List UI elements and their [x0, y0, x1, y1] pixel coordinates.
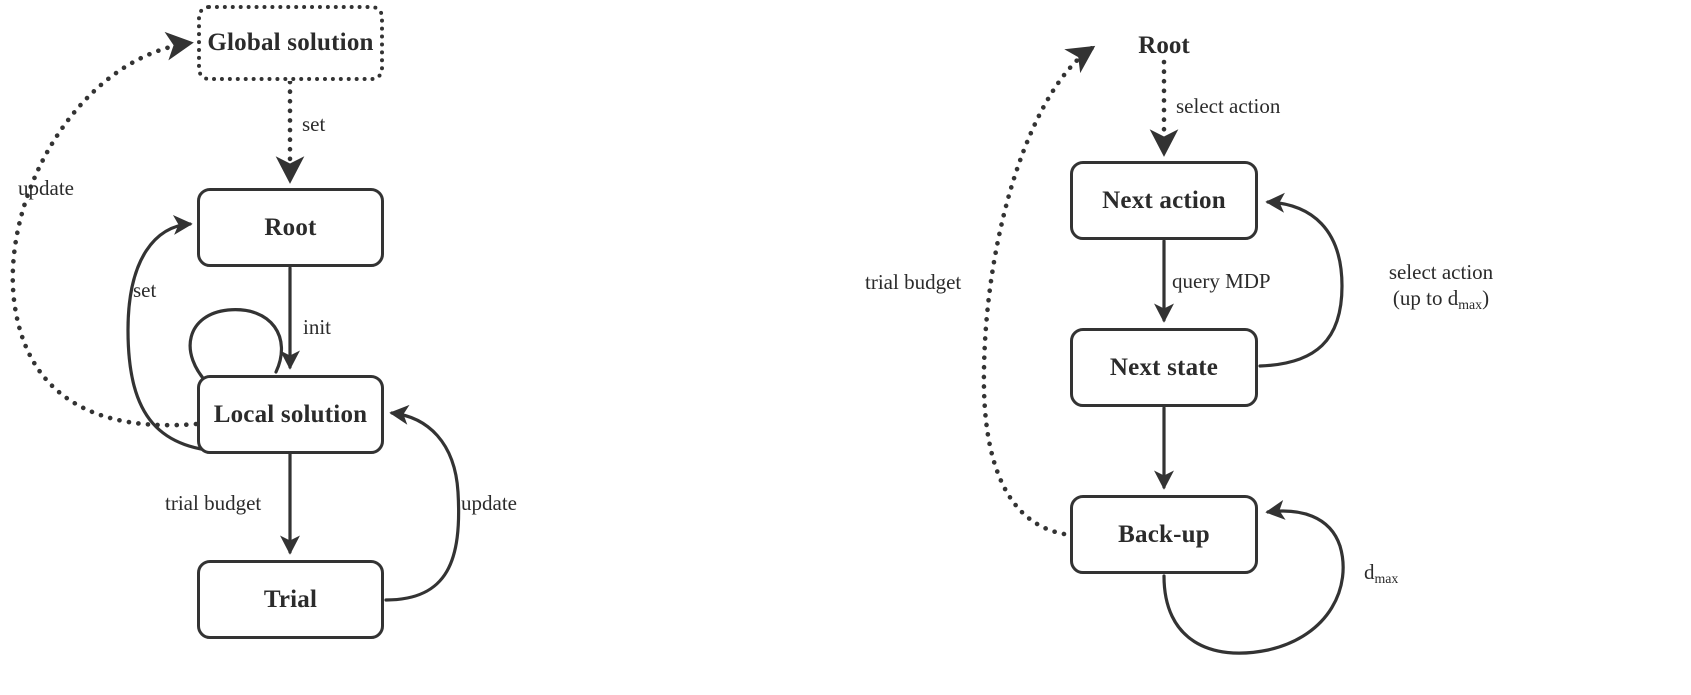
edge-trial-to-local: [384, 404, 461, 602]
node-root-right[interactable]: Root: [1108, 30, 1220, 62]
edge-label-root-to-next-action: select action: [1176, 94, 1281, 118]
edge-label-back-up-to-root: trial budget: [865, 270, 962, 294]
edge-label-back-up-self-loop: dmax: [1364, 560, 1398, 588]
edge-back-up-to-root: [981, 45, 1096, 537]
node-back-up-label: Back-up: [1118, 520, 1210, 548]
node-global-solution[interactable]: Global solution: [197, 5, 384, 81]
edge-local-to-root: [126, 215, 232, 454]
node-next-state[interactable]: Next state: [1070, 328, 1258, 407]
updo-prefix: (up to d: [1392, 285, 1459, 310]
node-root-right-label: Root: [1138, 32, 1190, 59]
node-trial-label: Trial: [263, 585, 318, 613]
edge-next-state-to-next-action: [1258, 192, 1344, 368]
edge-label-local-to-root: set: [133, 278, 157, 302]
node-back-up[interactable]: Back-up: [1070, 495, 1258, 574]
node-global-solution-label: Global solution: [207, 29, 374, 56]
edge-label-local-to-trial: trial budget: [165, 491, 262, 515]
edge-local-to-global: [10, 31, 199, 428]
edge-label-local-to-global: update: [18, 176, 74, 200]
node-next-state-label: Next state: [1109, 353, 1219, 381]
edge-back-up-self-loop: [1162, 500, 1345, 655]
node-root-left[interactable]: Root: [197, 188, 384, 267]
edge-local-self-loop: [188, 308, 283, 388]
node-next-action[interactable]: Next action: [1070, 161, 1258, 240]
edge-label-next-state-to-next-action: select action (up to dmax): [1355, 260, 1527, 313]
edge-label-next-state-to-next-action-line2: (up to dmax): [1355, 286, 1527, 314]
edge-label-trial-to-local: update: [461, 491, 517, 515]
node-trial[interactable]: Trial: [197, 560, 384, 639]
updo-subscript: max: [1458, 296, 1483, 312]
edge-label-next-action-to-next-state: query MDP: [1172, 269, 1271, 293]
node-root-left-label: Root: [264, 213, 317, 241]
node-next-action-label: Next action: [1102, 186, 1226, 214]
edge-label-root-to-local: init: [303, 315, 332, 339]
updo-suffix: ): [1482, 285, 1490, 310]
edge-label-next-state-to-next-action-line1: select action: [1388, 260, 1494, 284]
dmax-base: d: [1364, 560, 1375, 584]
node-local-solution[interactable]: Local solution: [197, 375, 384, 454]
edge-label-global-to-root: set: [302, 112, 326, 136]
dmax-subscript: max: [1374, 570, 1399, 586]
node-local-solution-label: Local solution: [213, 400, 368, 428]
